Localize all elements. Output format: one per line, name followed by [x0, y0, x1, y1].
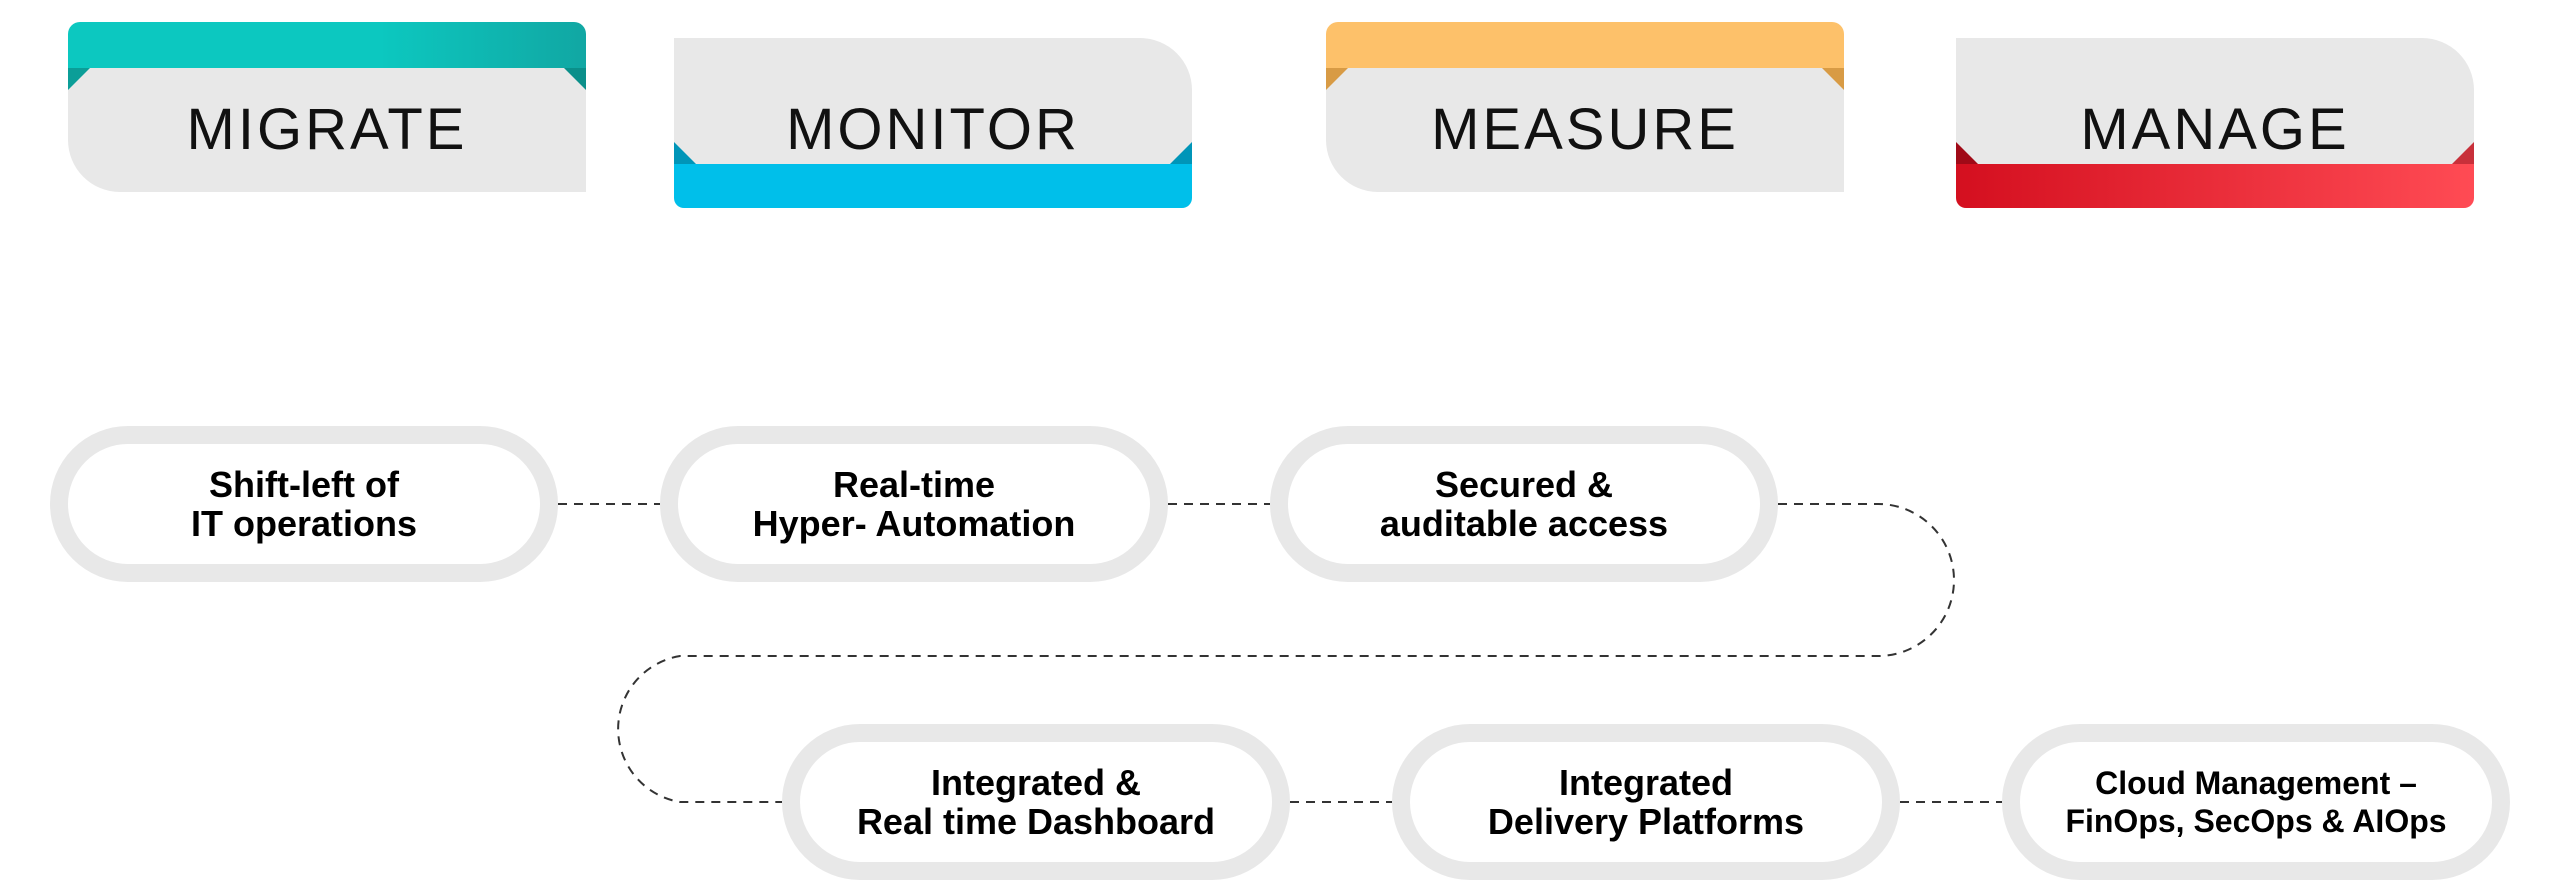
stage-card-migrate: MIGRATE [68, 22, 586, 192]
pill-text-line: Secured & [1434, 464, 1614, 505]
pill-text-line: IT operations [190, 503, 418, 544]
color-band [1956, 164, 2474, 208]
pill-text-line: Delivery Platforms [1487, 801, 1805, 842]
pill-text-line: Cloud Management – [2095, 765, 2417, 801]
capability-pill-hyper-automation: Real-time Hyper- Automation [660, 426, 1168, 582]
pill-text-line: auditable access [1379, 503, 1669, 544]
capability-pill-secured-access: Secured & auditable access [1270, 426, 1778, 582]
pill-text-line: Real-time [832, 464, 996, 505]
color-band [674, 164, 1192, 208]
pill-text-line: Shift-left of [209, 464, 399, 505]
capability-pill-shift-left: Shift-left of IT operations [50, 426, 558, 582]
stage-label: MONITOR [786, 97, 1080, 162]
capability-pill-cloud-management: Cloud Management – FinOps, SecOps & AIOp… [2002, 724, 2510, 880]
pill-text-line: Integrated & [930, 762, 1142, 803]
capability-pill-dashboard: Integrated & Real time Dashboard [782, 724, 1290, 880]
pill-text-line: Real time Dashboard [856, 801, 1216, 842]
stage-card-monitor: MONITOR [674, 38, 1192, 208]
stage-card-measure: MEASURE [1326, 22, 1844, 192]
stage-label: MANAGE [2080, 97, 2350, 162]
pill-text-line: Integrated [1558, 762, 1734, 803]
pill-text-line: Hyper- Automation [752, 503, 1076, 544]
stage-label: MEASURE [1431, 97, 1739, 162]
capability-pill-delivery-platforms: Integrated Delivery Platforms [1392, 724, 1900, 880]
color-band [68, 22, 586, 68]
stage-card-manage: MANAGE [1956, 38, 2474, 208]
color-band [1326, 22, 1844, 68]
pill-text-line: FinOps, SecOps & AIOps [2065, 803, 2447, 839]
stage-label: MIGRATE [186, 97, 468, 162]
